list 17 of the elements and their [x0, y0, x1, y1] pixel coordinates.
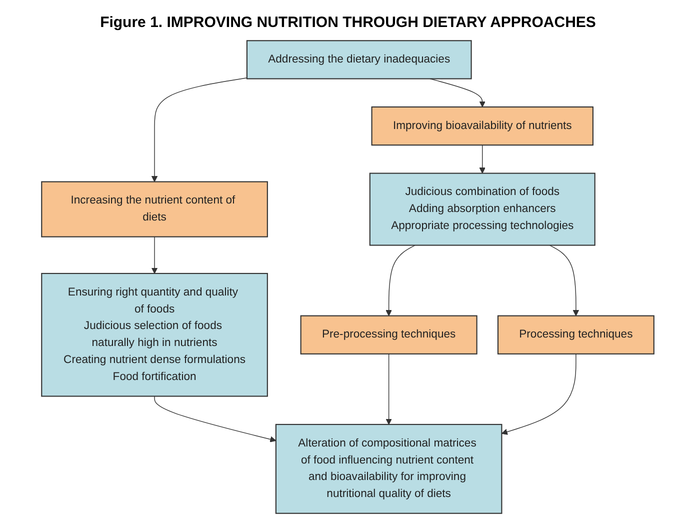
arrow — [152, 78, 248, 182]
arrow — [386, 244, 416, 316]
node-box: Increasing the nutrient content of diets — [41, 181, 268, 238]
node-box: Alteration of compositional matrices of food influencing nutrient content and bioavailability for improving nutritional quality of diets — [276, 424, 502, 514]
arrow — [386, 354, 392, 425]
arrow — [480, 144, 486, 174]
arrow — [549, 244, 580, 316]
node-box: Pre-processing techniques — [300, 315, 478, 354]
arrow — [154, 396, 276, 442]
node-box: Ensuring right quantity and quality of foods Judicious selection of foods naturally high in nutrients Creating nutrient dense formulations Food fortification — [41, 272, 268, 397]
node-box: Processing techniques — [498, 315, 655, 354]
arrow — [152, 236, 158, 274]
figure-title: Figure 1. IMPROVING NUTRITION THROUGH DIETARY APPROACHES — [100, 14, 596, 31]
node-box: Improving bioavailability of nutrients — [372, 106, 594, 146]
node-box: Judicious combination of foods Adding absorption enhancers Appropriate processing technologies — [370, 172, 596, 246]
node-box: Addressing the dietary inadequacies — [246, 40, 472, 80]
arrow — [502, 354, 577, 435]
